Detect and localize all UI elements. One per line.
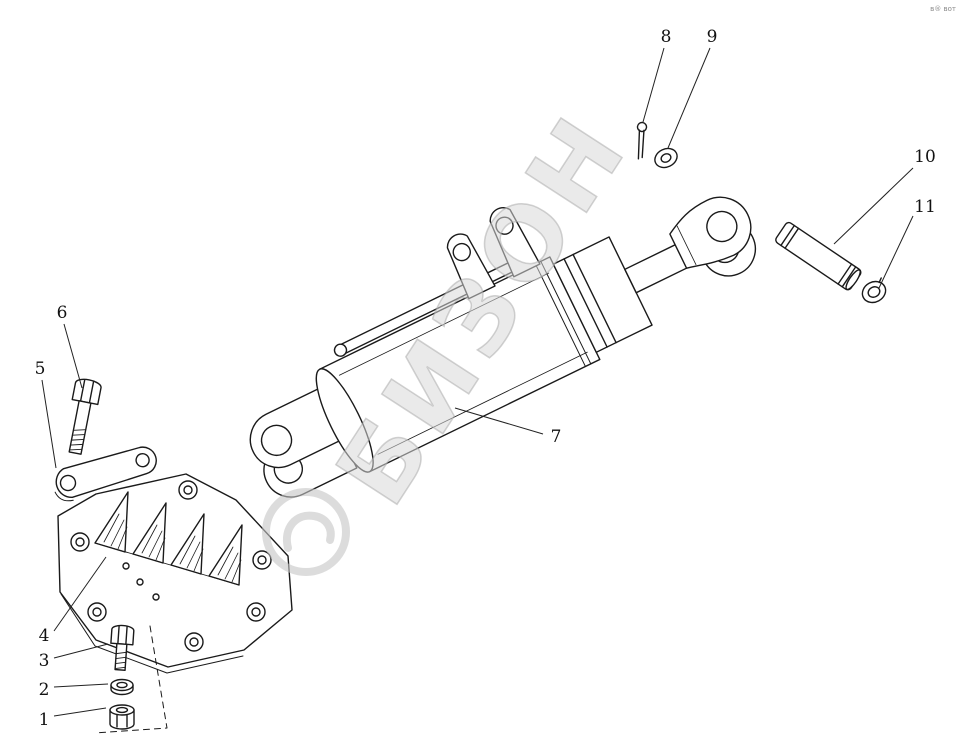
rod-clevis (669, 196, 757, 277)
callout-label-2: 2 (39, 680, 50, 700)
hydraulic-cylinder (249, 196, 757, 498)
callout-labels: 8 9 10 11 6 5 7 4 3 2 1 (35, 27, 936, 730)
pin-washer (654, 147, 678, 169)
callout-label-4: 4 (39, 626, 50, 646)
callout-label-6: 6 (57, 303, 68, 323)
callout-label-3: 3 (39, 651, 50, 671)
clevis-pin (775, 221, 862, 291)
cotter-pin (636, 121, 648, 160)
leader-line-4 (53, 556, 107, 632)
head-lugs (446, 207, 541, 300)
corner-text: в® вот (930, 5, 956, 13)
mounting-bracket (57, 473, 293, 674)
callout-label-11: 11 (914, 197, 936, 217)
leader-line-7 (454, 407, 544, 435)
hex-nut (109, 704, 135, 730)
lock-ring (861, 277, 887, 304)
callout-label-10: 10 (914, 147, 936, 167)
watermark-logo-icon (262, 488, 350, 576)
link-plate (54, 446, 157, 502)
bracket-fins (94, 491, 243, 586)
assembly-dashed-line (94, 625, 168, 734)
leader-line-6 (63, 323, 83, 389)
callout-label-8: 8 (661, 27, 672, 47)
leader-line-8 (642, 47, 665, 123)
leader-line-5 (41, 379, 57, 469)
bracket-bolt-holes (70, 480, 272, 652)
small-bolt (110, 624, 135, 671)
leader-line-10 (833, 167, 914, 245)
callout-label-9: 9 (707, 27, 718, 47)
cylinder-assembly (54, 121, 887, 734)
leader-line-1 (53, 707, 107, 717)
leader-lines (41, 47, 914, 717)
callout-label-5: 5 (35, 359, 46, 379)
leader-line-2 (53, 683, 109, 688)
leader-line-11 (878, 215, 914, 289)
callout-label-7: 7 (551, 427, 562, 447)
leader-line-3 (53, 643, 109, 659)
hex-bolt (68, 378, 102, 455)
callout-label-1: 1 (39, 710, 50, 730)
leader-line-9 (667, 47, 711, 149)
rear-clevis (249, 388, 358, 498)
small-washer (110, 678, 134, 696)
